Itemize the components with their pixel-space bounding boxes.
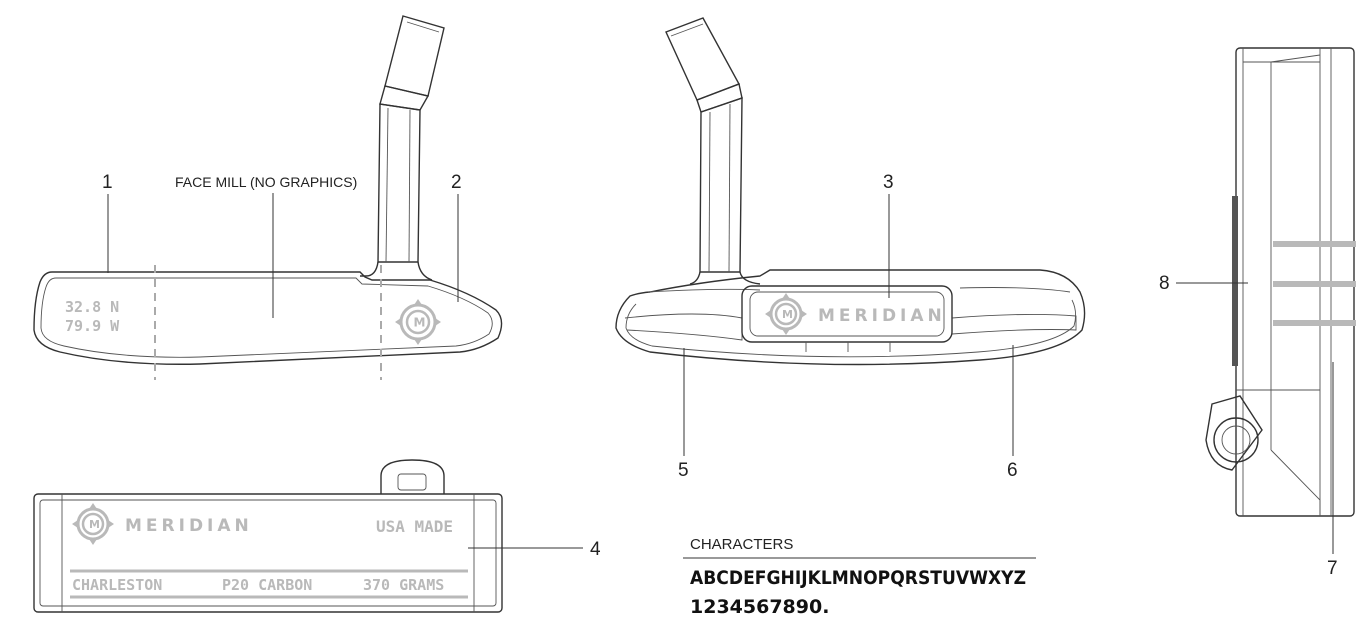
callout-3: 3: [883, 172, 894, 193]
top-made-text: USA MADE: [376, 517, 453, 536]
callout-5: 5: [678, 460, 689, 481]
back-view-hosel: [665, 17, 761, 285]
compass-logo-icon: M: [395, 299, 441, 345]
top-city-text: CHARLESTON: [72, 576, 162, 594]
face-view: 32.8 N 79.9 W M FACE MILL (NO GRAPHICS) …: [33, 15, 503, 380]
coord-longitude: 79.9 W: [65, 317, 120, 335]
face-view-head: [33, 271, 503, 365]
back-cavity-badge: [741, 285, 953, 343]
top-model-text: P20 CARBON: [222, 576, 312, 594]
back-view: M MERIDIAN 3 5 6: [615, 17, 1086, 481]
svg-text:M: M: [89, 518, 100, 531]
coord-latitude: 32.8 N: [65, 298, 119, 316]
characters-block: CHARACTERS ABCDEFGHIJKLMNOPQRSTUVWXYZ 12…: [683, 536, 1036, 618]
characters-digits: 1234567890.: [690, 596, 829, 618]
back-view-head: [615, 269, 1086, 366]
compass-logo-icon: M: [72, 503, 114, 545]
side-view: 8 7: [1159, 47, 1356, 579]
svg-text:M: M: [414, 316, 426, 330]
top-weight-text: 370 GRAMS: [363, 576, 444, 594]
characters-letters: ABCDEFGHIJKLMNOPQRSTUVWXYZ: [690, 567, 1026, 589]
face-mill-note: FACE MILL (NO GRAPHICS): [175, 174, 357, 190]
svg-text:M: M: [782, 308, 793, 321]
callout-2: 2: [451, 172, 462, 193]
side-view-hosel: [1205, 395, 1263, 471]
callout-6: 6: [1007, 460, 1018, 481]
callout-4: 4: [590, 539, 601, 560]
top-view: M MERIDIAN USA MADE CHARLESTON P20 CARBO…: [33, 459, 601, 613]
callout-1: 1: [102, 172, 113, 193]
face-view-hosel: [360, 15, 445, 281]
top-brand-text: MERIDIAN: [125, 516, 253, 536]
back-brand-text: MERIDIAN: [818, 306, 946, 326]
callout-8: 8: [1159, 273, 1170, 294]
callout-7: 7: [1327, 558, 1338, 579]
characters-title: CHARACTERS: [690, 536, 793, 553]
top-view-head: [33, 493, 503, 613]
compass-logo-icon: M: [765, 293, 807, 335]
